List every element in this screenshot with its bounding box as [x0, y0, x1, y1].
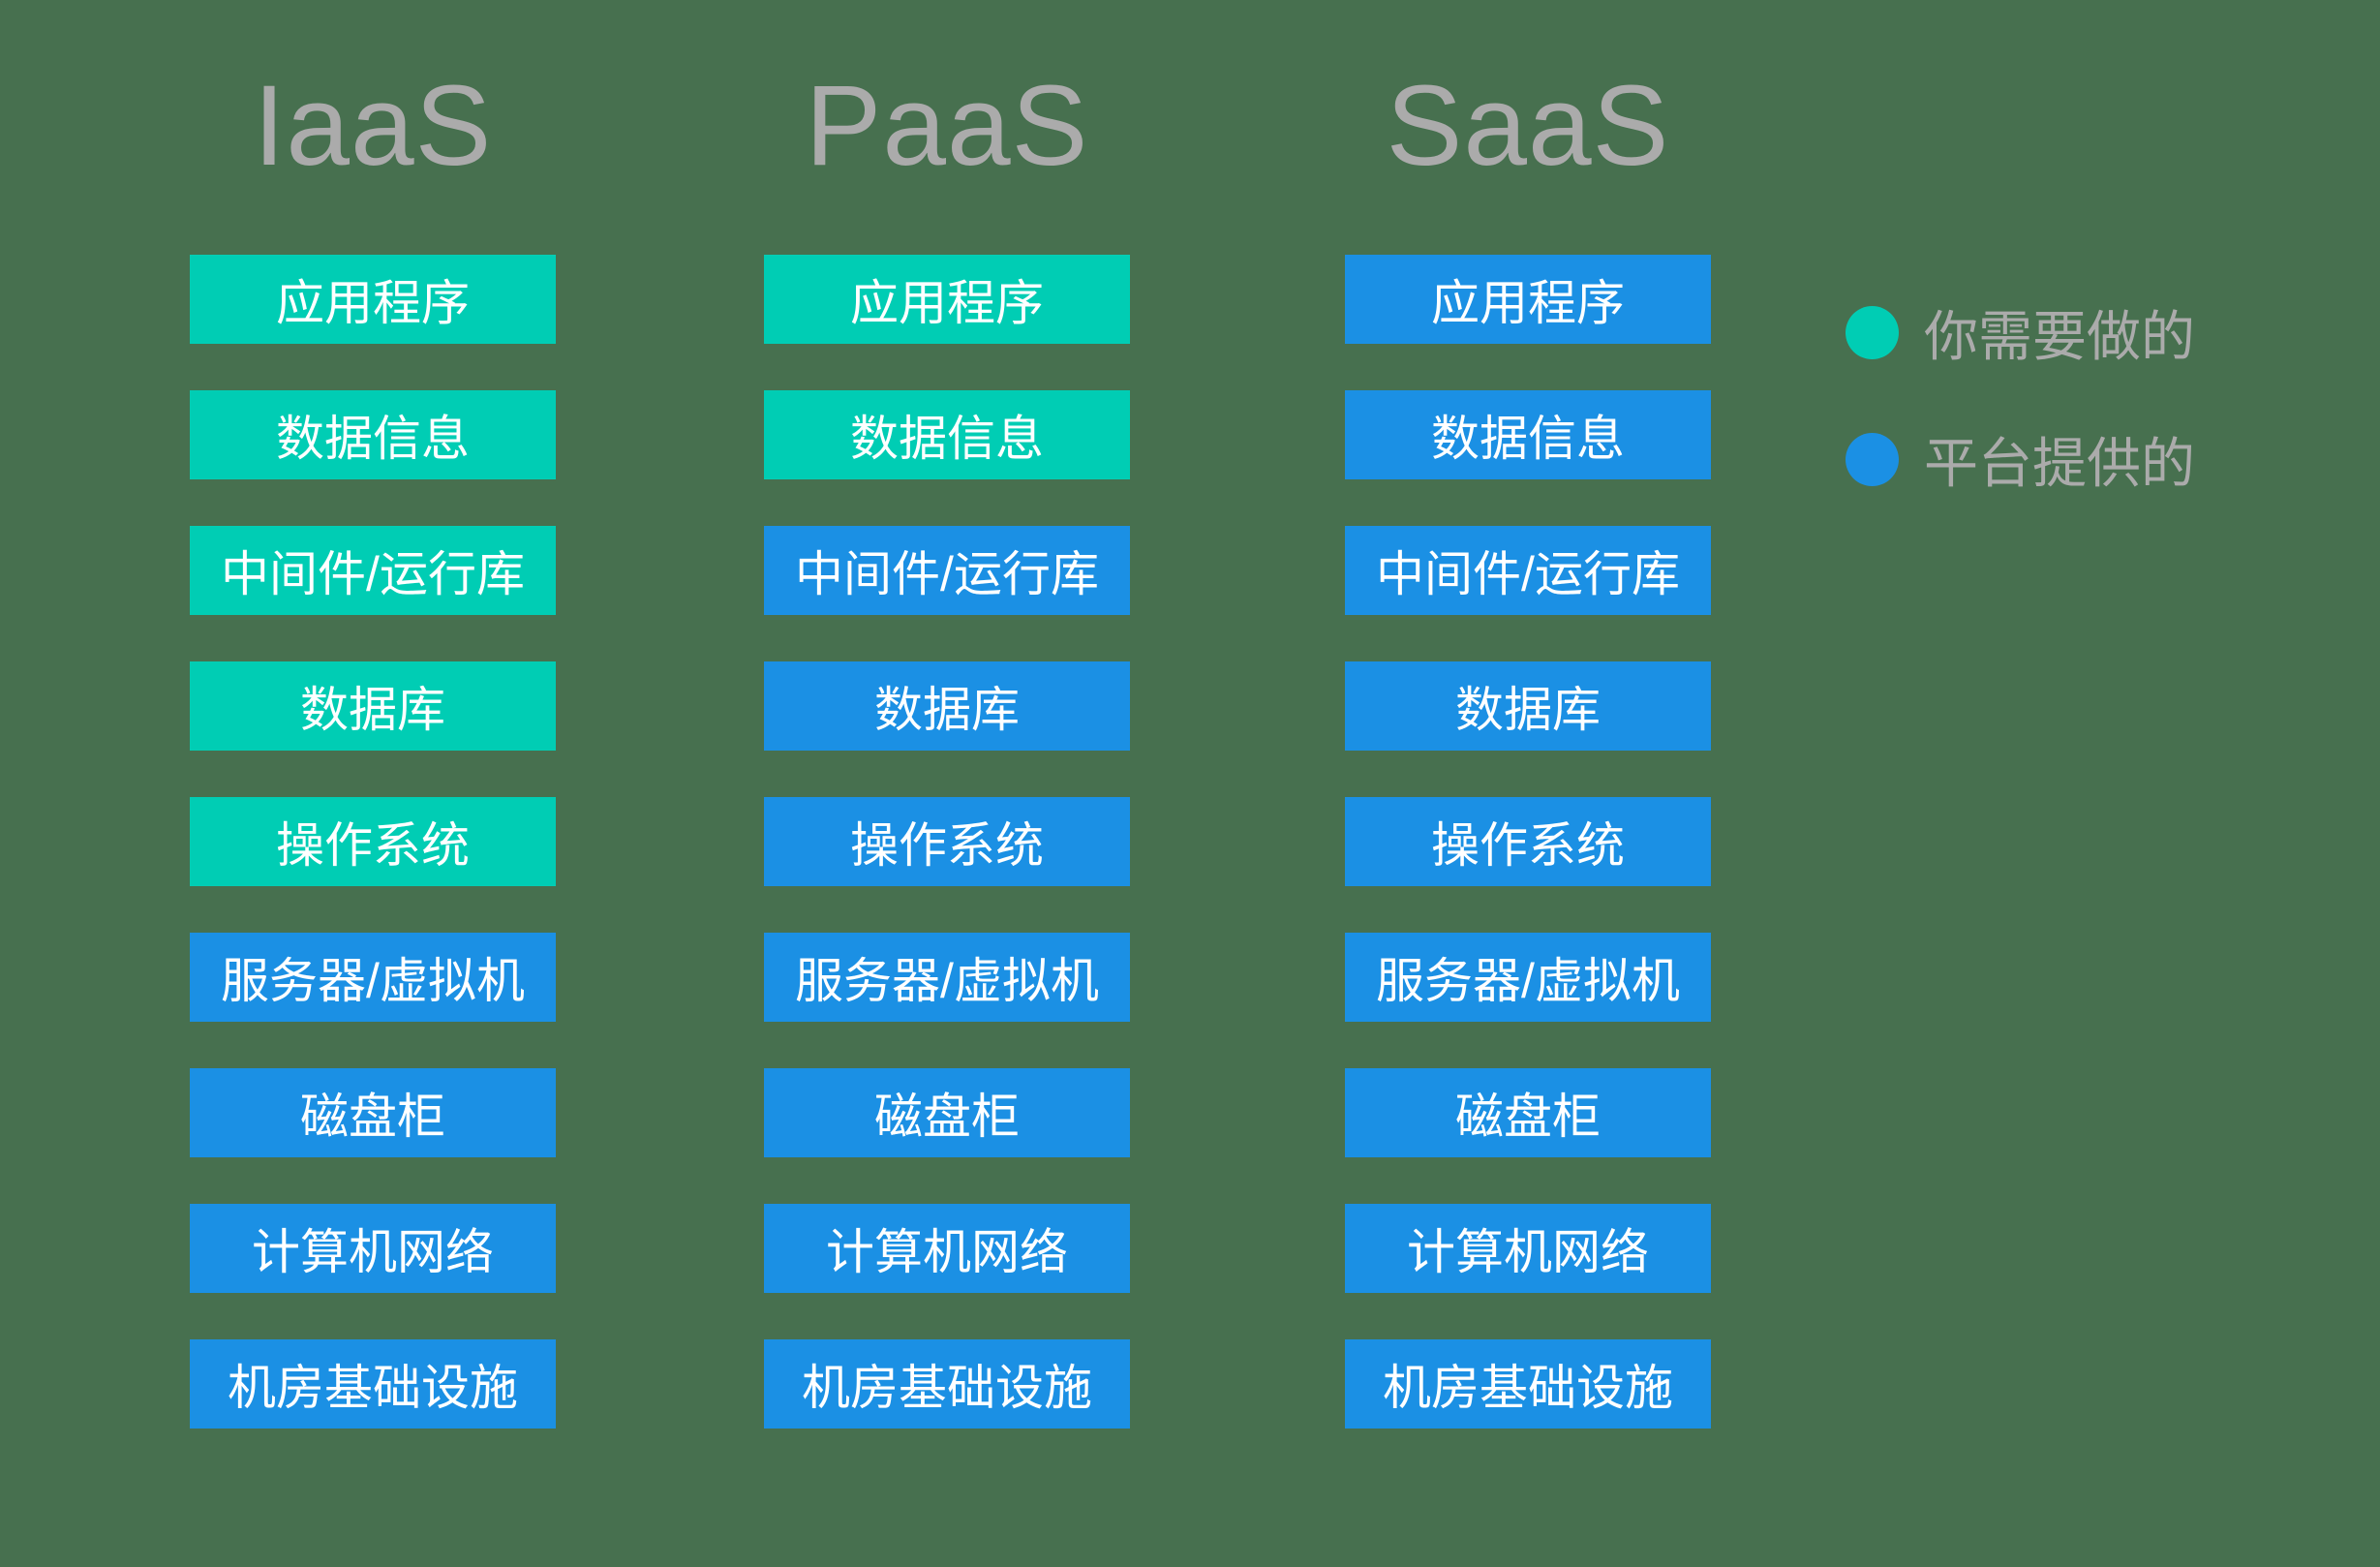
- layer-box-blue: 服务器/虚拟机: [1345, 933, 1711, 1022]
- layer-box-blue: 计算机网络: [764, 1204, 1130, 1293]
- layer-box-teal: 数据库: [190, 661, 556, 751]
- layer-box-blue: 数据信息: [1345, 390, 1711, 479]
- layer-box-blue: 磁盘柜: [764, 1068, 1130, 1157]
- column-rows-paas: 应用程序数据信息中间件/运行库数据库操作系统服务器/虚拟机磁盘柜计算机网络机房基…: [764, 255, 1130, 1429]
- layer-box-blue: 机房基础设施: [190, 1339, 556, 1429]
- legend-label: 平台提供的: [1924, 433, 2195, 494]
- layer-box-blue: 机房基础设施: [764, 1339, 1130, 1429]
- layer-box-blue: 数据库: [1345, 661, 1711, 751]
- layer-box-teal: 数据信息: [190, 390, 556, 479]
- layer-box-blue: 操作系统: [1345, 797, 1711, 886]
- layer-box-teal: 操作系统: [190, 797, 556, 886]
- layer-box-blue: 应用程序: [1345, 255, 1711, 344]
- column-paas: PaaS 应用程序数据信息中间件/运行库数据库操作系统服务器/虚拟机磁盘柜计算机…: [764, 0, 1130, 1475]
- layer-box-teal: 应用程序: [190, 255, 556, 344]
- legend-item-teal: 你需要做的: [1846, 293, 2291, 372]
- layer-box-blue: 磁盘柜: [190, 1068, 556, 1157]
- legend: 你需要做的平台提供的: [1846, 293, 2291, 547]
- column-heading-paas: PaaS: [805, 62, 1089, 190]
- column-heading-saas: SaaS: [1386, 62, 1670, 190]
- column-rows-saas: 应用程序数据信息中间件/运行库数据库操作系统服务器/虚拟机磁盘柜计算机网络机房基…: [1345, 255, 1711, 1429]
- layer-box-blue: 服务器/虚拟机: [190, 933, 556, 1022]
- layer-box-teal: 应用程序: [764, 255, 1130, 344]
- layer-box-teal: 数据信息: [764, 390, 1130, 479]
- layer-box-blue: 中间件/运行库: [764, 526, 1130, 615]
- layer-box-blue: 服务器/虚拟机: [764, 933, 1130, 1022]
- layer-box-blue: 计算机网络: [1345, 1204, 1711, 1293]
- layer-box-blue: 数据库: [764, 661, 1130, 751]
- layer-box-blue: 中间件/运行库: [1345, 526, 1711, 615]
- legend-label: 你需要做的: [1924, 306, 2195, 367]
- layer-box-teal: 中间件/运行库: [190, 526, 556, 615]
- column-heading-iaas: IaaS: [253, 62, 493, 190]
- column-saas: SaaS 应用程序数据信息中间件/运行库数据库操作系统服务器/虚拟机磁盘柜计算机…: [1345, 0, 1711, 1475]
- layer-box-blue: 机房基础设施: [1345, 1339, 1711, 1429]
- layer-box-blue: 操作系统: [764, 797, 1130, 886]
- teal-dot-icon: [1846, 306, 1899, 359]
- column-iaas: IaaS 应用程序数据信息中间件/运行库数据库操作系统服务器/虚拟机磁盘柜计算机…: [190, 0, 556, 1475]
- layer-box-blue: 计算机网络: [190, 1204, 556, 1293]
- column-rows-iaas: 应用程序数据信息中间件/运行库数据库操作系统服务器/虚拟机磁盘柜计算机网络机房基…: [190, 255, 556, 1429]
- blue-dot-icon: [1846, 433, 1899, 486]
- layer-box-blue: 磁盘柜: [1345, 1068, 1711, 1157]
- legend-item-blue: 平台提供的: [1846, 420, 2291, 499]
